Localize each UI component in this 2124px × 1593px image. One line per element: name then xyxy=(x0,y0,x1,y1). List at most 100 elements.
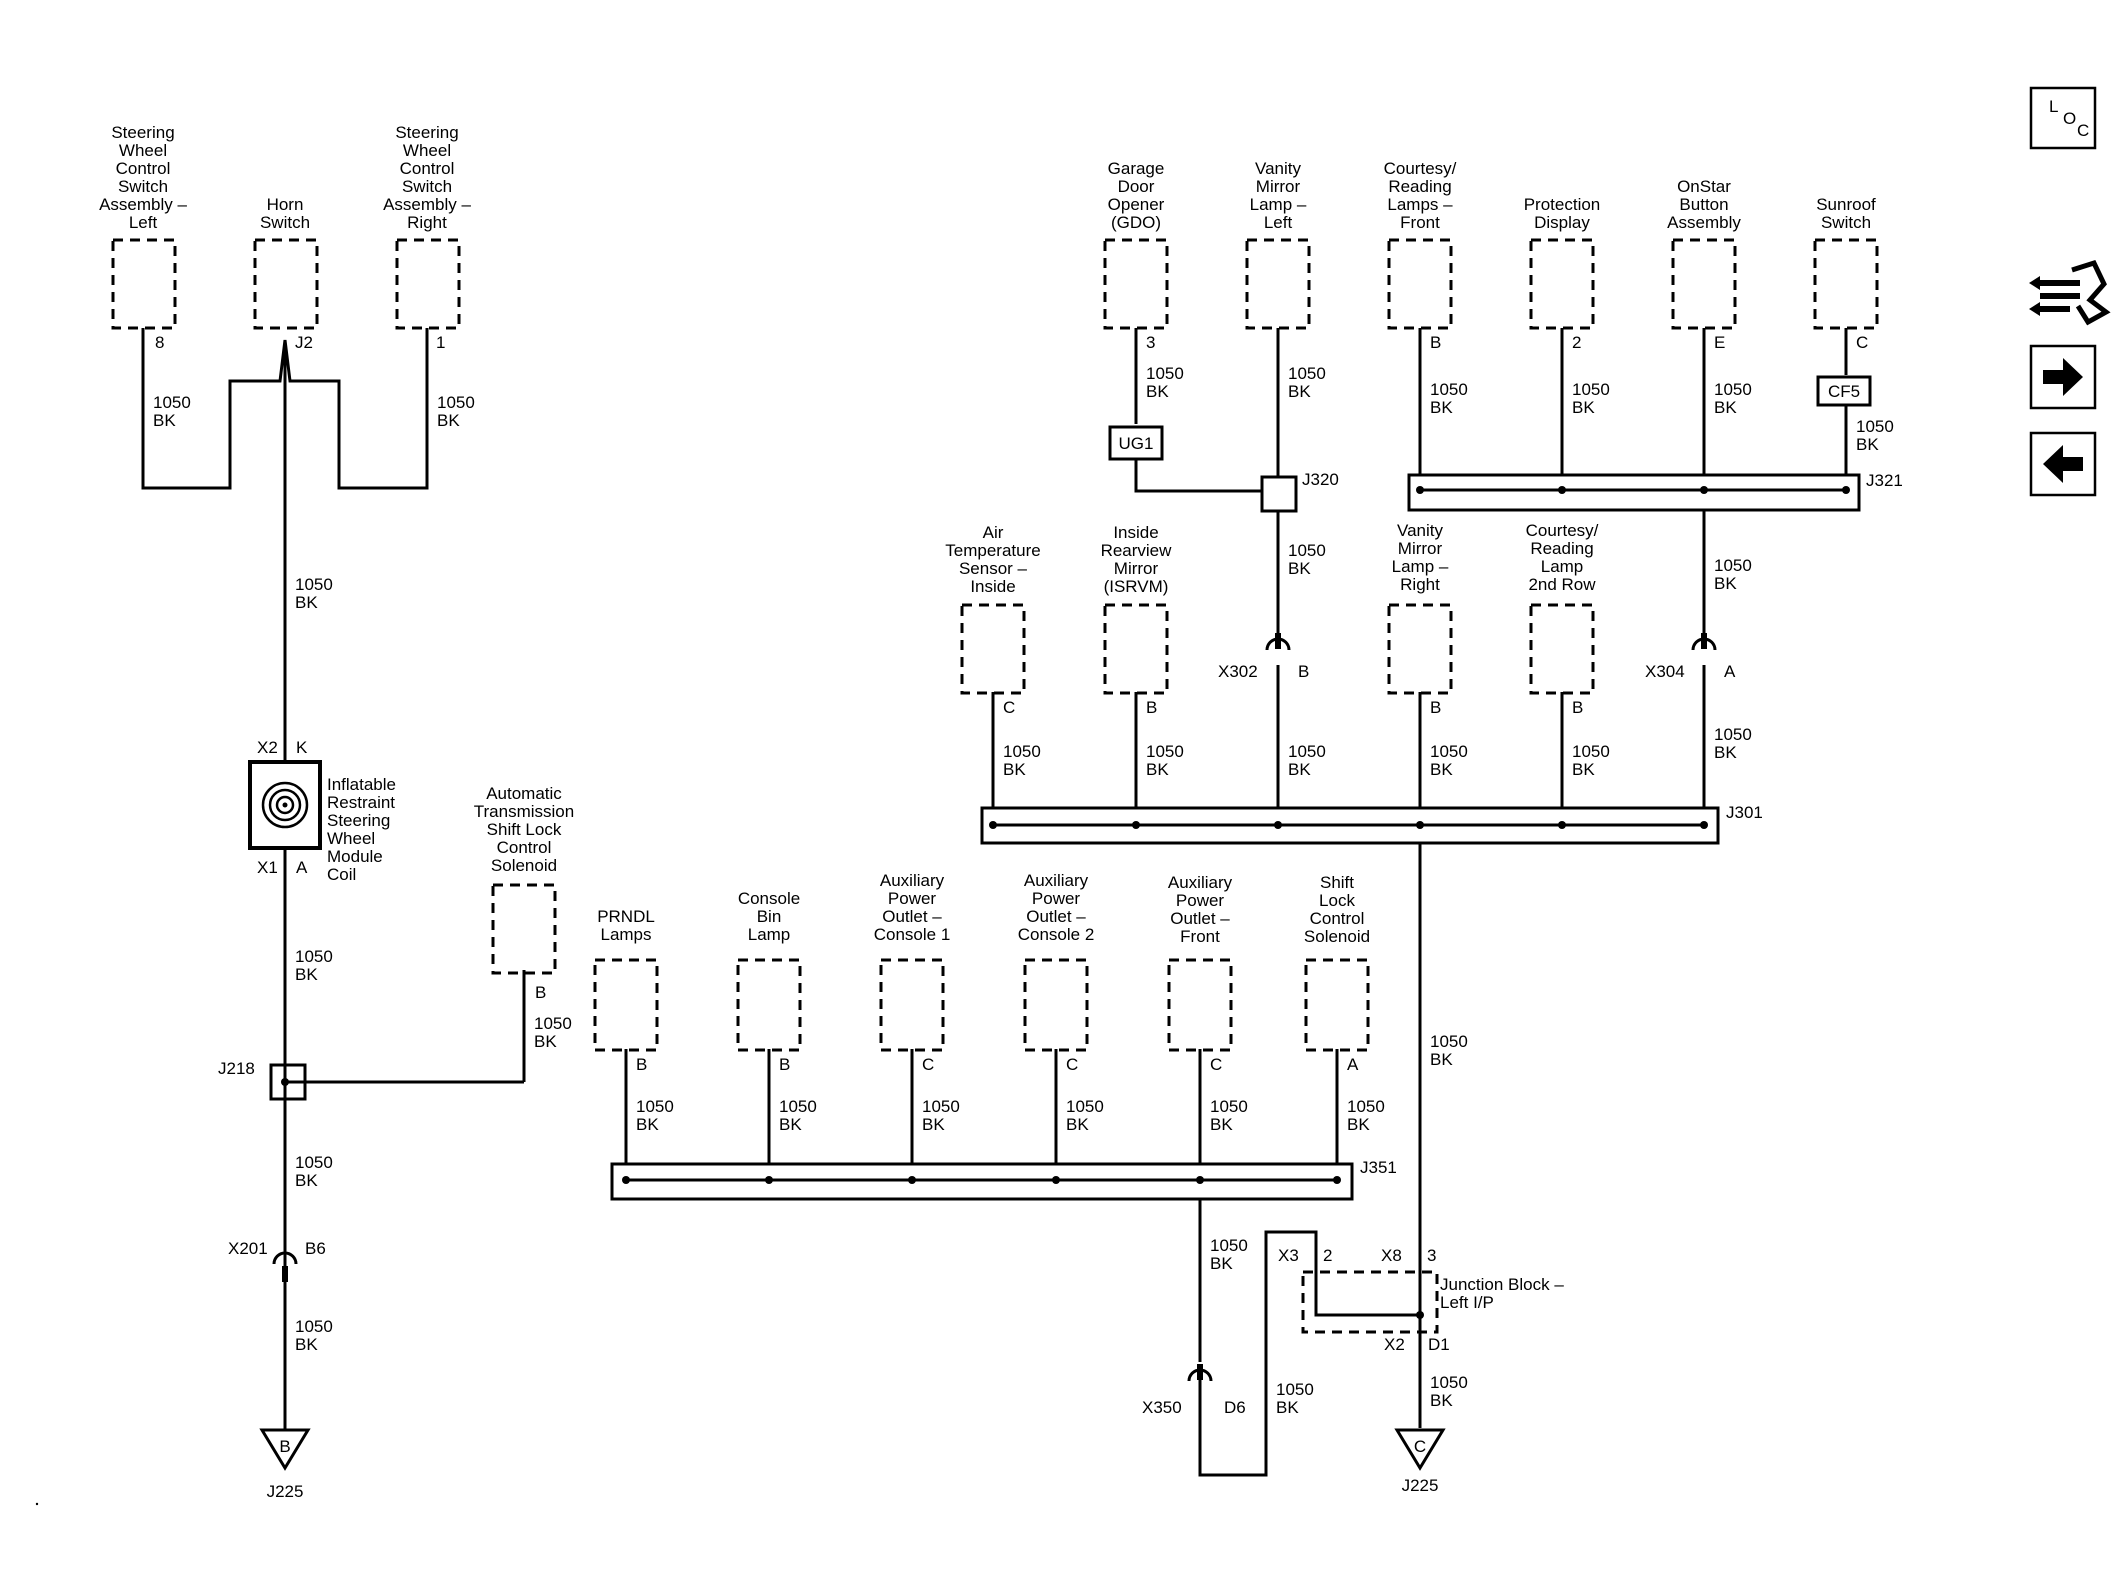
pin-labels: 8 J2 1 3 B 2 E C C B B B X2 K X1 A B B B… xyxy=(155,333,1868,1354)
pin-onstar: E xyxy=(1714,333,1725,352)
pin-air-temp: C xyxy=(1003,698,1015,717)
pin-shift-lock-auto: B xyxy=(535,983,546,1002)
connector-labels: X302 B X304 A X201 B6 X350 D6 xyxy=(228,662,1736,1417)
pin-coil-a: A xyxy=(296,858,308,877)
splice-j218: J218 xyxy=(218,1059,255,1078)
ground-left-letter: B xyxy=(279,1437,290,1456)
ground-symbols xyxy=(259,1428,1446,1471)
pin-sunroof: C xyxy=(1856,333,1868,352)
ground-left-name: J225 xyxy=(267,1482,304,1501)
cf5-label: CF5 xyxy=(1828,382,1860,401)
connector-x201-pin: B6 xyxy=(305,1239,326,1258)
pin-gdo: 3 xyxy=(1146,333,1155,352)
ground-right-name: J225 xyxy=(1402,1476,1439,1495)
junction-dots xyxy=(281,486,1850,1319)
loc-button[interactable]: L O C xyxy=(2029,86,2097,150)
pin-aux-console1: C xyxy=(922,1055,934,1074)
loc-c: C xyxy=(2077,121,2089,140)
arrow-right-icon xyxy=(2043,358,2083,396)
pin-isrvm: B xyxy=(1146,698,1157,717)
pin-courtesy-front: B xyxy=(1430,333,1441,352)
pin-coil-x1: X1 xyxy=(257,858,278,877)
component-boxes xyxy=(111,238,1879,1334)
splice-bars xyxy=(269,473,1861,1201)
pin-vanity-right: B xyxy=(1430,698,1441,717)
pin-sw-right: 1 xyxy=(436,333,445,352)
previous-page-button[interactable] xyxy=(2029,431,2097,497)
connector-x302-pin: B xyxy=(1298,662,1309,681)
loc-o: O xyxy=(2063,109,2076,128)
pin-sw-left: 8 xyxy=(155,333,164,352)
splice-j321: J321 xyxy=(1866,471,1903,490)
connector-x302: X302 xyxy=(1218,662,1258,681)
loc-l: L xyxy=(2049,97,2058,116)
connector-x304-pin: A xyxy=(1724,662,1736,681)
inline-connector-symbols xyxy=(272,633,1717,1382)
pin-coil-x2: X2 xyxy=(257,738,278,757)
connector-x201: X201 xyxy=(228,1239,268,1258)
splice-j301: J301 xyxy=(1726,803,1763,822)
splice-j351: J351 xyxy=(1360,1158,1397,1177)
splice-j320: J320 xyxy=(1302,470,1339,489)
next-page-button[interactable] xyxy=(2029,344,2097,410)
ug1-label: UG1 xyxy=(1119,434,1154,453)
pin-courtesy-2nd: B xyxy=(1572,698,1583,717)
label-junction-block: Junction Block –Left I/P xyxy=(1440,1275,1564,1312)
pin-aux-console2: C xyxy=(1066,1055,1078,1074)
pin-console-bin: B xyxy=(779,1055,790,1074)
connector-x304: X304 xyxy=(1645,662,1685,681)
connector-x350-pin: D6 xyxy=(1224,1398,1246,1417)
pin-horn: J2 xyxy=(295,333,313,352)
pin-jb-3: 3 xyxy=(1427,1246,1436,1265)
pin-coil-k: K xyxy=(296,738,308,757)
pin-jb-d1: D1 xyxy=(1428,1335,1450,1354)
connector-view-icon[interactable] xyxy=(2029,259,2111,326)
coil-symbol xyxy=(248,760,322,850)
pin-jb-x3: X3 xyxy=(1278,1246,1299,1265)
pin-prndl: B xyxy=(636,1055,647,1074)
